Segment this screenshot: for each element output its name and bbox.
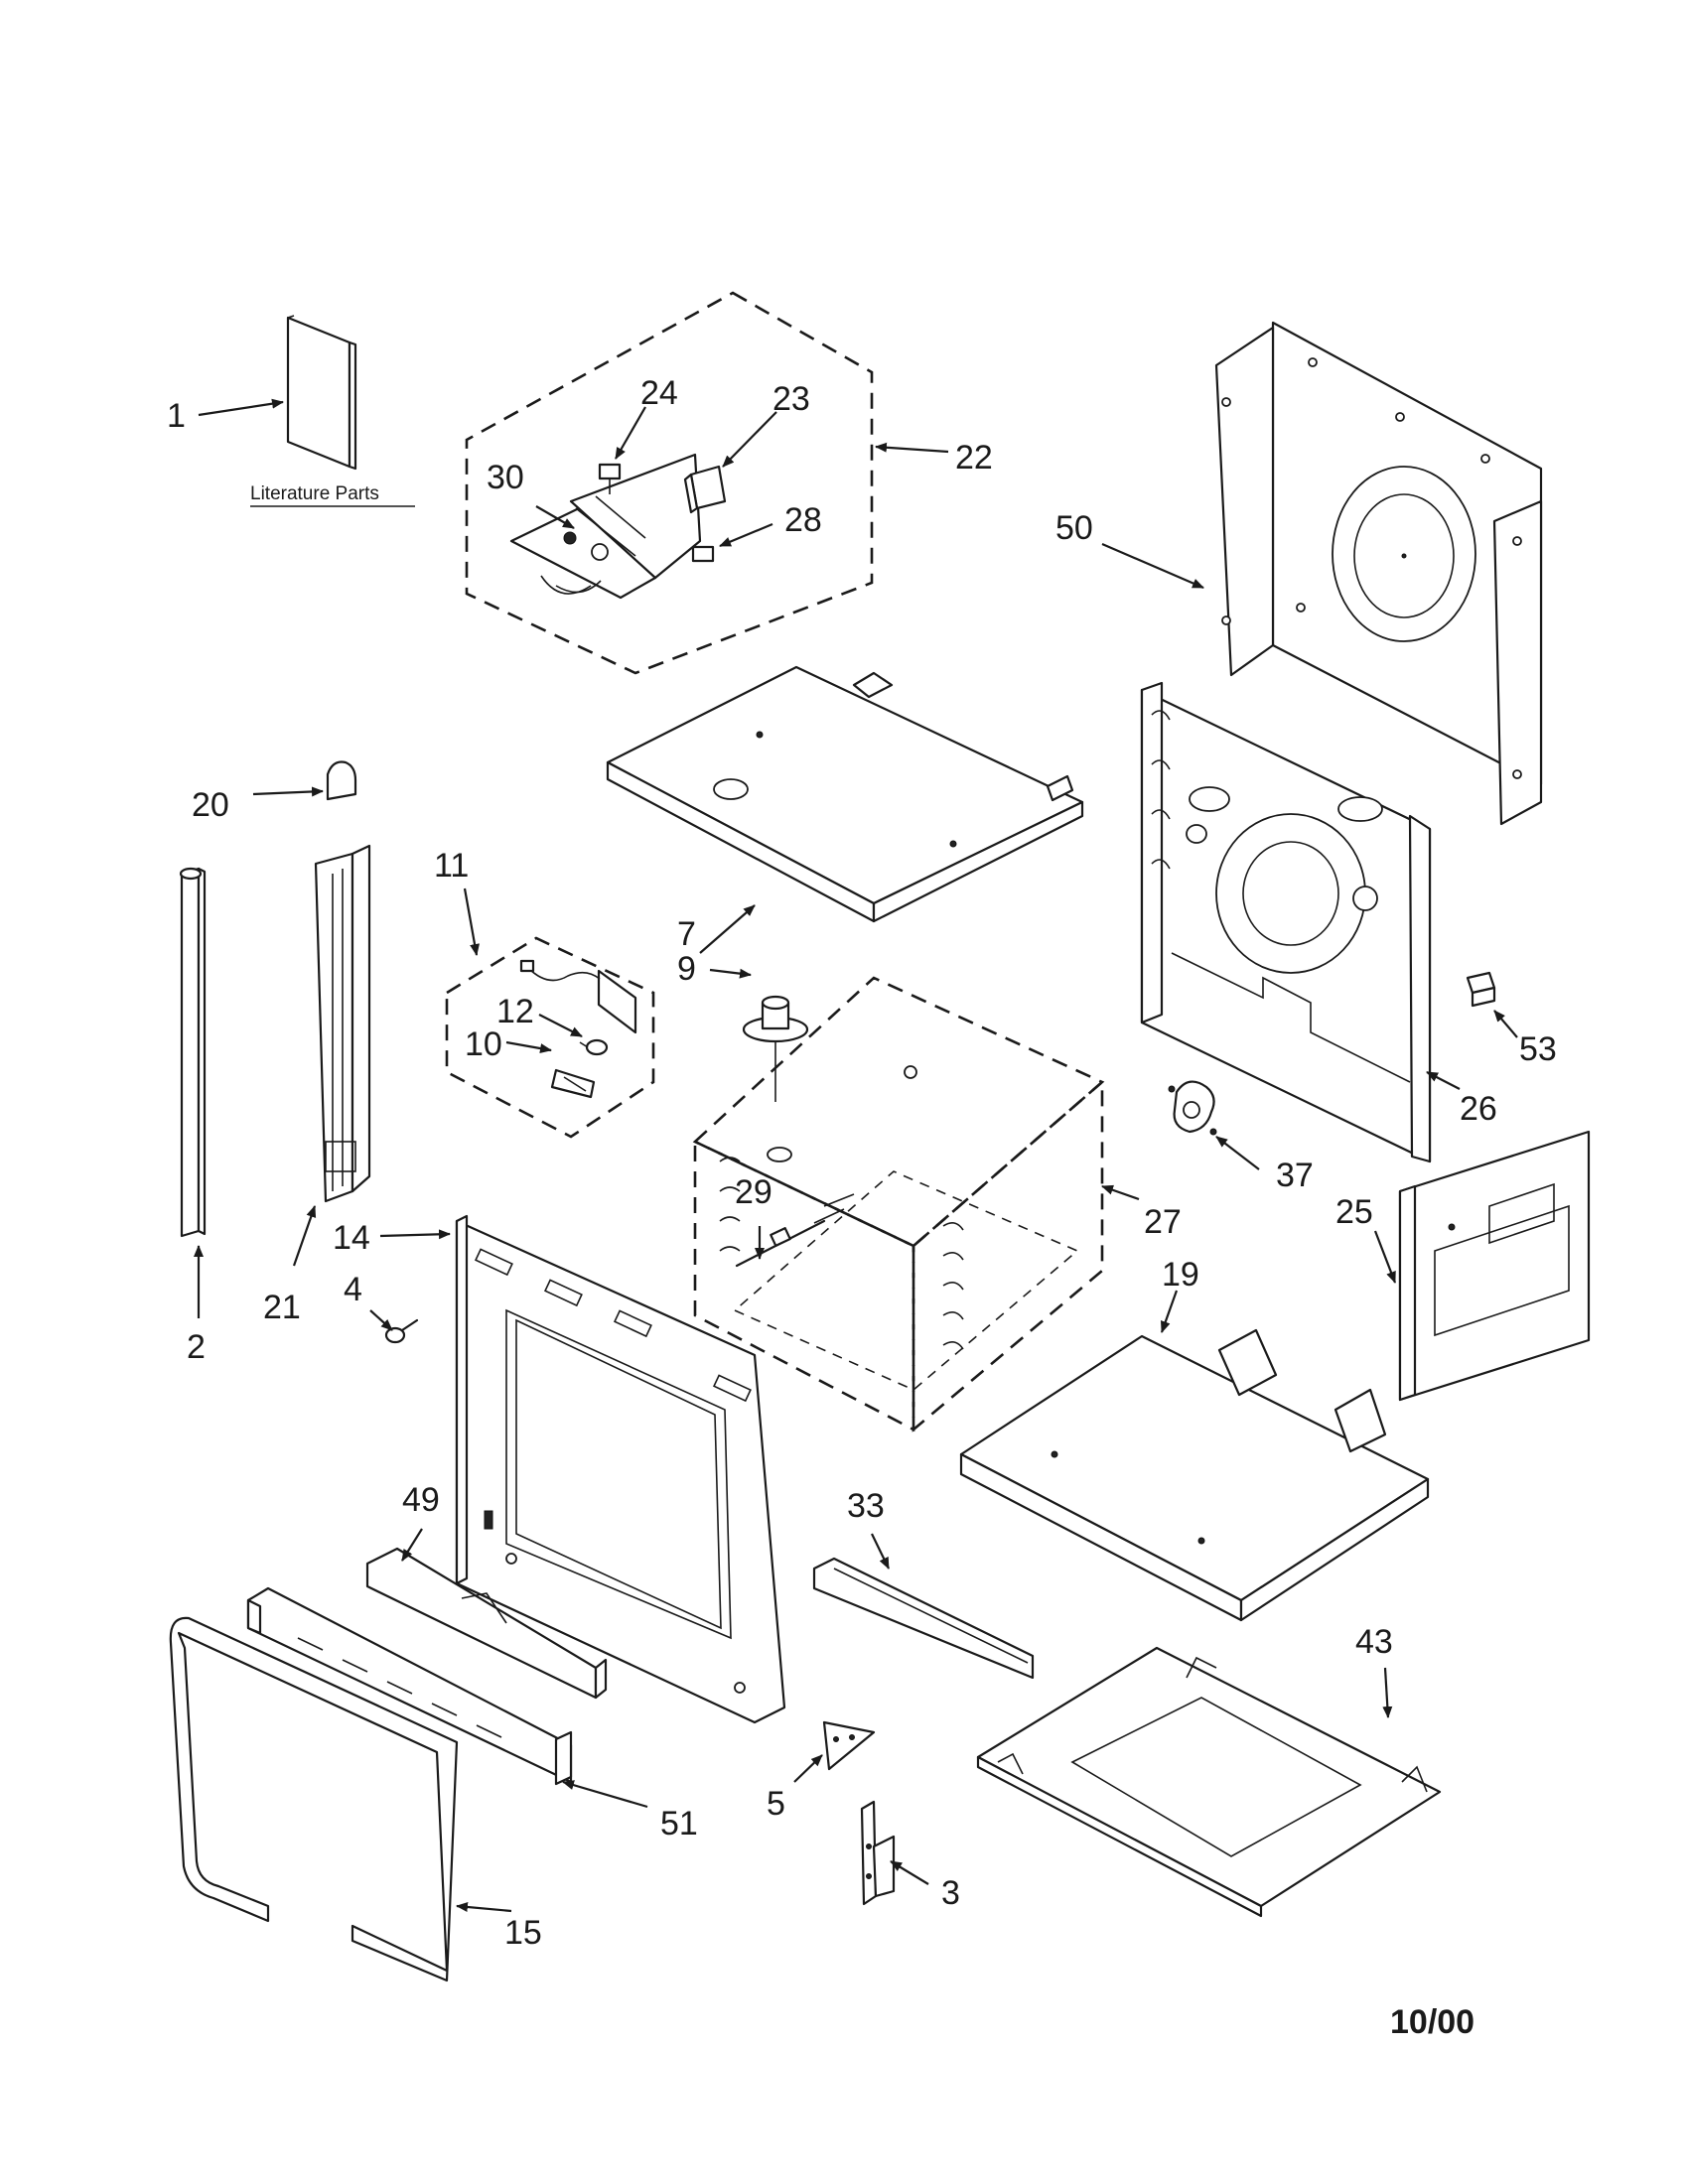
callout-43: 43 bbox=[1355, 1623, 1393, 1661]
callout-49: 49 bbox=[402, 1481, 440, 1519]
oven-cavity-liner bbox=[692, 976, 1105, 1433]
callout-10: 10 bbox=[465, 1025, 502, 1063]
door-gasket bbox=[169, 1616, 459, 1982]
callout-21: 21 bbox=[263, 1289, 301, 1326]
literature-booklet bbox=[286, 315, 357, 471]
callout-3: 3 bbox=[941, 1874, 960, 1912]
bottom-rail bbox=[812, 1557, 1035, 1680]
callout-51: 51 bbox=[660, 1805, 698, 1843]
convection-motor bbox=[742, 995, 809, 1102]
callout-7: 7 bbox=[677, 915, 696, 953]
callout-14: 14 bbox=[333, 1219, 370, 1257]
support-bracket bbox=[860, 1800, 896, 1906]
callout-27: 27 bbox=[1144, 1203, 1182, 1241]
thermal-cutout bbox=[1168, 1080, 1217, 1136]
callout-22: 22 bbox=[955, 439, 993, 477]
mounting-screw bbox=[384, 1318, 419, 1344]
callout-15: 15 bbox=[504, 1914, 542, 1952]
callout-19: 19 bbox=[1162, 1256, 1199, 1294]
callout-30: 30 bbox=[487, 459, 524, 496]
callout-1: 1 bbox=[167, 397, 186, 435]
callout-50: 50 bbox=[1055, 509, 1093, 547]
control-bracket-assembly bbox=[465, 291, 874, 675]
callout-28: 28 bbox=[784, 501, 822, 539]
side-channel-trim bbox=[314, 844, 371, 1203]
callout-53: 53 bbox=[1519, 1030, 1557, 1068]
literature-parts-label: Literature Parts bbox=[250, 483, 379, 504]
base-tray bbox=[976, 1646, 1442, 1918]
temperature-sensor bbox=[735, 1219, 826, 1268]
rear-liner-panel bbox=[1140, 681, 1432, 1163]
date-code: 10/00 bbox=[1390, 2003, 1474, 2041]
callout-20: 20 bbox=[192, 786, 229, 824]
vent-trim bbox=[246, 1586, 573, 1786]
lower-front-trim bbox=[365, 1547, 608, 1700]
callout-29: 29 bbox=[735, 1173, 772, 1211]
callout-2: 2 bbox=[187, 1328, 206, 1366]
leader-lines bbox=[194, 398, 1518, 1913]
callout-33: 33 bbox=[847, 1487, 885, 1525]
callout-5: 5 bbox=[767, 1785, 785, 1823]
callout-labels: 1 2 3 4 5 7 9 10 11 12 14 15 19 20 21 22… bbox=[167, 374, 1557, 1952]
callout-26: 26 bbox=[1460, 1090, 1497, 1128]
oven-light-assembly bbox=[445, 936, 655, 1139]
callout-4: 4 bbox=[344, 1271, 362, 1308]
rear-panel bbox=[1214, 321, 1543, 826]
corner-bracket bbox=[822, 1720, 876, 1771]
callout-23: 23 bbox=[772, 380, 810, 418]
callout-24: 24 bbox=[640, 374, 678, 412]
vertical-trim-strip bbox=[179, 867, 207, 1238]
oven-bottom-panel bbox=[959, 1328, 1430, 1622]
callout-9: 9 bbox=[677, 950, 696, 988]
callout-25: 25 bbox=[1335, 1193, 1373, 1231]
front-frame bbox=[455, 1214, 786, 1724]
oven-top-panel bbox=[606, 665, 1084, 923]
door-switch bbox=[1466, 971, 1496, 1008]
oven-side-panel bbox=[1398, 1130, 1591, 1402]
callout-11: 11 bbox=[434, 847, 469, 885]
callout-37: 37 bbox=[1276, 1157, 1314, 1194]
hinge-cover-clip bbox=[326, 760, 357, 801]
callout-12: 12 bbox=[496, 993, 534, 1030]
